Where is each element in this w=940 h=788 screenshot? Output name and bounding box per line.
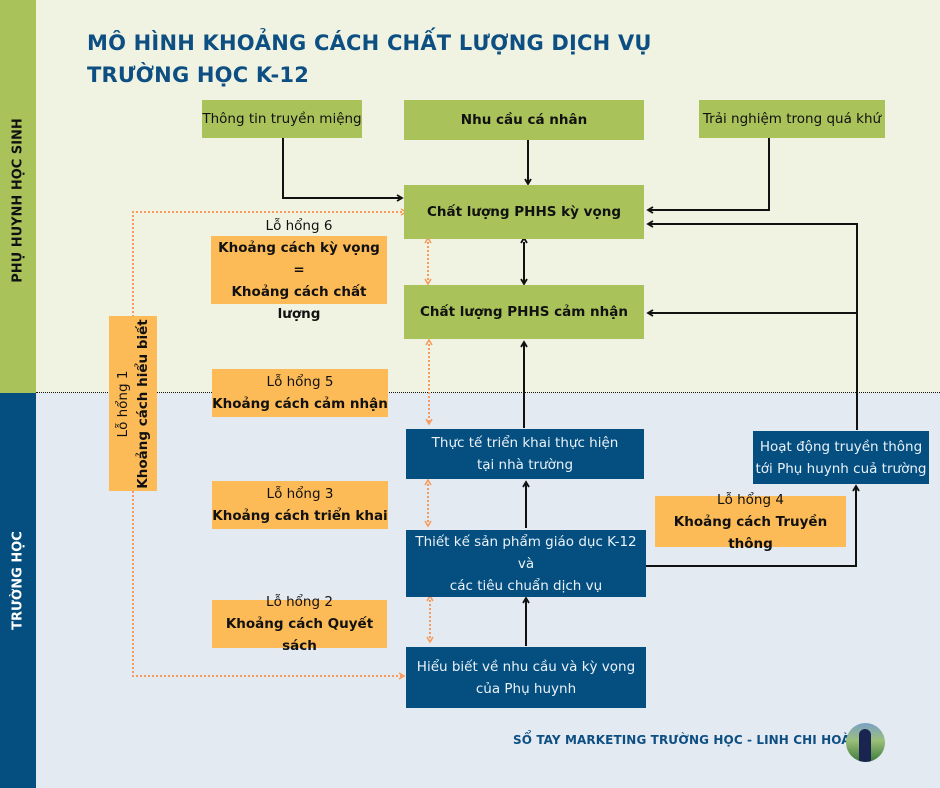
side-band-parents: PHỤ HUYNH HỌC SINH bbox=[0, 0, 36, 393]
box-personal-needs: Nhu cầu cá nhân bbox=[404, 100, 644, 140]
box-past-experience-text: Trải nghiệm trong quá khứ bbox=[702, 111, 882, 127]
title-line-1: MÔ HÌNH KHOẢNG CÁCH CHẤT LƯỢNG DỊCH VỤ bbox=[87, 31, 652, 55]
box-communications-line1: Hoạt động truyền thông bbox=[759, 438, 923, 455]
gap-6-label: Lỗ hổng 6 bbox=[265, 218, 333, 234]
box-actual-delivery-line1: Thực tế triển khai thực hiện bbox=[431, 435, 619, 451]
gap-2-label: Lỗ hổng 2 bbox=[266, 594, 333, 610]
box-personal-needs-text: Nhu cầu cá nhân bbox=[460, 112, 588, 128]
arrow-design-to-comm bbox=[645, 484, 860, 567]
gap-4-desc: Khoảng cách Truyền thông bbox=[673, 513, 828, 552]
gap-1-box: Lỗ hổng 1 Khoảng cách hiểu biết bbox=[109, 316, 157, 491]
box-perceived-quality: Chất lượng PHHS cảm nhận bbox=[404, 285, 644, 339]
box-actual-delivery-line2: tại nhà trường bbox=[476, 457, 574, 473]
gap-4-box: Lỗ hổng 4 Khoảng cách Truyền thông bbox=[655, 492, 846, 552]
side-band-school: TRƯỜNG HỌC bbox=[0, 393, 36, 788]
gap-3-desc: Khoảng cách triển khai bbox=[212, 508, 388, 524]
avatar-person-figure bbox=[859, 729, 871, 762]
box-understanding-line2: của Phụ huynh bbox=[475, 680, 577, 697]
box-understanding-line1: Hiểu biết về nhu cầu và kỳ vọng bbox=[416, 658, 636, 675]
box-past-experience: Trải nghiệm trong quá khứ bbox=[699, 100, 885, 138]
arrow-comm-to-expected bbox=[646, 220, 858, 430]
box-expected-quality: Chất lượng PHHS kỳ vọng bbox=[404, 185, 644, 239]
gap-4-label: Lỗ hổng 4 bbox=[717, 491, 784, 508]
author-avatar bbox=[846, 723, 885, 762]
gap-3-label: Lỗ hổng 3 bbox=[266, 486, 334, 502]
gap-6-box: Lỗ hổng 6 Khoảng cách kỳ vọng = Khoảng c… bbox=[211, 218, 387, 322]
gap-1-label: Lỗ hổng 1 bbox=[115, 370, 131, 437]
box-actual-delivery: Thực tế triển khai thực hiện tại nhà trư… bbox=[406, 429, 644, 479]
box-understanding: Hiểu biết về nhu cầu và kỳ vọng của Phụ … bbox=[406, 647, 646, 708]
gap-1-desc: Khoảng cách hiểu biết bbox=[135, 318, 151, 489]
box-design-line1: Thiết kế sản phẩm giáo dục K-12 và bbox=[415, 533, 637, 572]
gap-2-box: Lỗ hổng 2 Khoảng cách Quyết sách bbox=[212, 594, 387, 654]
zone-divider bbox=[36, 392, 940, 393]
gap-5-desc: Khoảng cách cảm nhận bbox=[212, 396, 388, 412]
gap-6-desc-2: Khoảng cách chất lượng bbox=[231, 284, 367, 322]
box-word-of-mouth-text: Thông tin truyền miệng bbox=[202, 111, 362, 127]
page-title: MÔ HÌNH KHOẢNG CÁCH CHẤT LƯỢNG DỊCH VỤ T… bbox=[87, 27, 652, 91]
gap-3-box: Lỗ hổng 3 Khoảng cách triển khai bbox=[212, 481, 388, 529]
box-expected-quality-text: Chất lượng PHHS kỳ vọng bbox=[426, 204, 621, 220]
arrow-word-of-mouth-to-expected bbox=[282, 138, 404, 202]
gap-5-label: Lỗ hổng 5 bbox=[266, 374, 334, 390]
gap-6-desc-1: Khoảng cách kỳ vọng = bbox=[218, 240, 380, 278]
box-design-line2: các tiêu chuẩn dịch vụ bbox=[449, 577, 603, 594]
box-perceived-quality-text: Chất lượng PHHS cảm nhận bbox=[419, 304, 628, 320]
box-communications: Hoạt động truyền thông tới Phụ huynh cuả… bbox=[753, 431, 929, 484]
gap-2-desc: Khoảng cách Quyết sách bbox=[225, 616, 374, 654]
box-word-of-mouth: Thông tin truyền miệng bbox=[202, 100, 362, 138]
title-line-2: TRƯỜNG HỌC K-12 bbox=[87, 63, 310, 87]
arrow-experience-to-expected bbox=[646, 138, 770, 214]
footer-credit: SỔ TAY MARKETING TRƯỜNG HỌC - LINH CHI H… bbox=[513, 733, 871, 747]
gap-5-box: Lỗ hổng 5 Khoảng cách cảm nhận bbox=[212, 369, 388, 417]
box-design-standards: Thiết kế sản phẩm giáo dục K-12 và các t… bbox=[406, 530, 646, 597]
box-communications-line2: tới Phụ huynh cuả trường bbox=[755, 460, 927, 477]
